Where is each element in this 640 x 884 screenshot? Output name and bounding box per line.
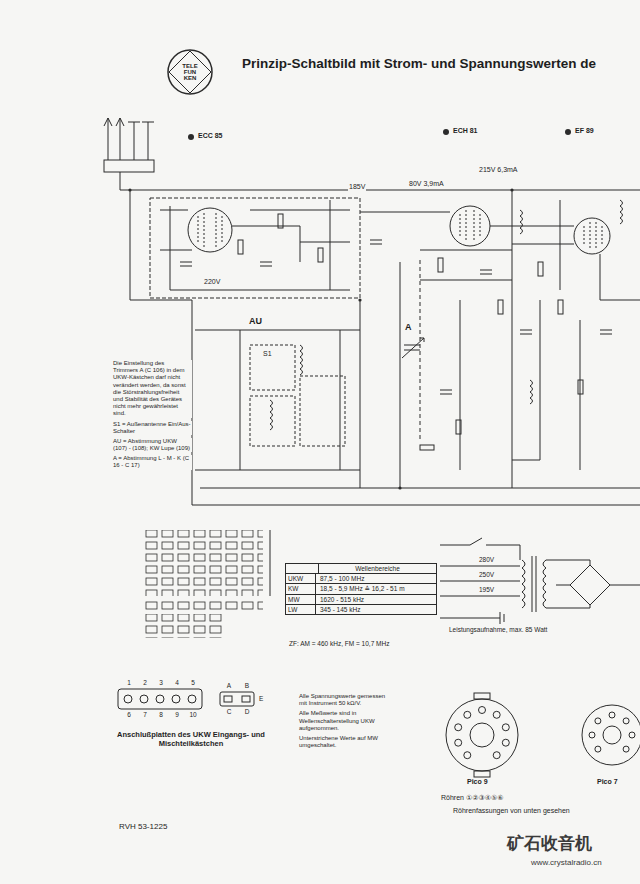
band-row: MW1620 - 515 kHz: [286, 594, 436, 604]
band-row: LW345 - 145 kHz: [286, 604, 436, 614]
voltage-value: 185V: [348, 183, 366, 191]
band-row: KW18,5 - 5,9 MHz ≙ 16,2 - 51 m: [286, 583, 436, 594]
watermark: 矿石收音机: [506, 834, 593, 854]
document-number: RVH 53-1225: [118, 822, 168, 832]
table-heading: Wellenbereiche: [318, 564, 436, 573]
switch-label: S1: [262, 350, 273, 358]
pin-number: 4: [170, 679, 184, 687]
pin-letter: C: [222, 708, 236, 716]
pin-letter: A: [222, 682, 236, 690]
pin-number: 7: [138, 711, 152, 719]
pin-letter: E: [258, 695, 264, 703]
brand-logo: TELE FUN KEN: [166, 48, 214, 96]
caption-text: Anschlußplatten des UKW Eingangs- und Mi…: [115, 730, 267, 748]
page-title: Prinzip-Schaltbild mit Strom- und Spannu…: [242, 56, 596, 71]
watermark-url: www.crystalradio.cn: [530, 858, 603, 868]
voltage-current-value: 80V 3,9mA: [408, 180, 445, 188]
frequency-note: ZF: AM = 460 kHz, FM = 10,7 MHz: [288, 640, 390, 648]
band-name: KW: [286, 584, 316, 594]
band-range: 345 - 145 kHz: [316, 605, 364, 614]
socket-name: Pico 7: [596, 778, 619, 786]
band-name: MW: [286, 595, 316, 604]
band-name: LW: [286, 605, 316, 614]
band-row: UKW87,5 - 100 MHz: [286, 573, 436, 583]
voltage-value: 280V: [478, 556, 495, 564]
pin-number: 3: [154, 679, 168, 687]
pin-number: 1: [122, 679, 136, 687]
pin-number: 6: [122, 711, 136, 719]
pin-number: 8: [154, 711, 168, 719]
legend-note: S1 = Außenantenne Ein/Aus-Schalter: [112, 421, 192, 435]
trimmer-mark: A: [404, 322, 413, 333]
pin-number: 5: [186, 679, 200, 687]
power-note: Leistungsaufnahme, max. 85 Watt: [448, 626, 548, 634]
measurement-note: Unterstrichene Werte auf MW umgeschaltet…: [298, 735, 392, 749]
band-name: UKW: [286, 574, 316, 583]
tube-type: EF 89: [574, 127, 595, 135]
logo-ring: [168, 50, 212, 94]
tube-list: Röhren ①②③④⑤⑥: [440, 794, 505, 802]
pin-letter: B: [240, 682, 254, 690]
logo-text: TELE FUN KEN: [179, 63, 201, 82]
voltage-value: 250V: [478, 571, 495, 579]
measurement-note: Alle Spannungswerte gemessen mit Instrum…: [298, 693, 392, 707]
voltage-current-value: 215V 6,3mA: [478, 166, 519, 174]
pin-letter: D: [240, 708, 254, 716]
voltage-value: 220V: [203, 278, 221, 286]
tuning-mark: AU: [248, 316, 263, 327]
socket-name: Pico 9: [466, 778, 489, 786]
band-range: 87,5 - 100 MHz: [316, 574, 368, 583]
band-range: 1620 - 515 kHz: [316, 595, 368, 604]
band-range: 18,5 - 5,9 MHz ≙ 16,2 - 51 m: [316, 584, 409, 594]
measurement-note: Alle Meßwerte sind in Wellenschalterstel…: [298, 710, 392, 732]
note-text: Die Einstellung des Trimmers A (C 106) i…: [112, 360, 192, 418]
logo-diamond: [169, 51, 211, 93]
view-note: Röhrenfassungen von unten gesehen: [452, 807, 571, 815]
tube-type: ECC 85: [197, 132, 224, 140]
pin-number: 2: [138, 679, 152, 687]
pin-number: 9: [170, 711, 184, 719]
tube-type: ECH 81: [452, 127, 479, 135]
legend-note: AU = Abstimmung UKW (107) - (108); KW Lu…: [112, 438, 192, 452]
pin-number: 10: [186, 711, 200, 719]
band-table: WellenbereicheUKW87,5 - 100 MHzKW18,5 - …: [285, 563, 437, 615]
voltage-value: 195V: [478, 586, 495, 594]
legend-note: A = Abstimmung L - M - K (C 16 - C 17): [112, 455, 192, 469]
